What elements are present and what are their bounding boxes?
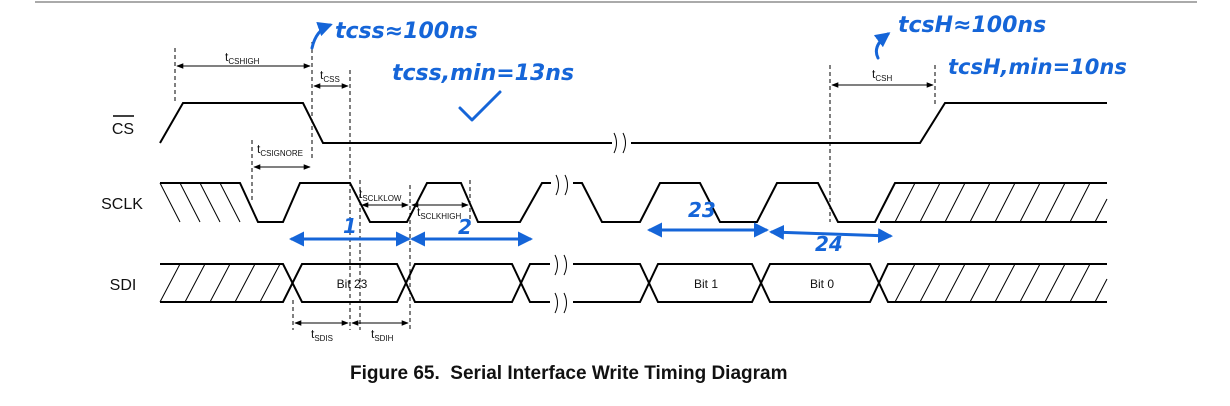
reference-lines xyxy=(174,42,936,330)
tcss-label: tCSS xyxy=(320,68,340,84)
bit23-label: Bit 23 xyxy=(337,277,368,291)
clock-1-number: 1 xyxy=(343,214,357,238)
clock-23-number: 23 xyxy=(688,198,716,222)
bit1-label: Bit 1 xyxy=(694,277,718,291)
cs-label: CS xyxy=(112,121,134,138)
tcshigh-label: tCSHIGH xyxy=(225,50,260,66)
sdi-label: SDI xyxy=(110,277,137,294)
sclk-waveform xyxy=(159,174,1108,223)
tcsh-pointer-arrow xyxy=(873,32,891,60)
tsclklow-label: tSCLKLOW xyxy=(359,187,402,203)
tsclkhigh-label: tSCLKHIGH xyxy=(417,205,461,221)
handwritten-annotations: tcss≈100ns tcss,min=13ns tcsH≈100ns tcsH… xyxy=(289,13,1127,256)
tsdis-label: tSDIS xyxy=(311,327,333,343)
tcsh-min-note: tcsH,min=10ns xyxy=(948,55,1127,79)
tcsh-label: tCSH xyxy=(872,67,892,83)
checkmark-icon xyxy=(458,90,502,122)
tsdih-label: tSDIH xyxy=(371,327,394,343)
sdi-waveform xyxy=(159,254,1108,314)
tcss-approx-note: tcss≈100ns xyxy=(335,19,478,44)
tcsh-approx-note: tcsH≈100ns xyxy=(898,13,1046,38)
bit0-label: Bit 0 xyxy=(810,277,834,291)
dimension-arrows xyxy=(176,63,934,326)
tcsignore-label: tCSIGNORE xyxy=(257,142,303,158)
clock-2-number: 2 xyxy=(458,215,472,239)
tcss-pointer-arrow xyxy=(310,21,333,50)
tcss-min-note: tcss,min=13ns xyxy=(392,61,574,86)
cs-waveform xyxy=(159,102,1107,154)
clock-24-span xyxy=(769,224,893,244)
figure-caption: Figure 65. Serial Interface Write Timing… xyxy=(350,363,788,384)
sclk-label: SCLK xyxy=(101,196,143,213)
clock-24-number: 24 xyxy=(815,232,843,256)
